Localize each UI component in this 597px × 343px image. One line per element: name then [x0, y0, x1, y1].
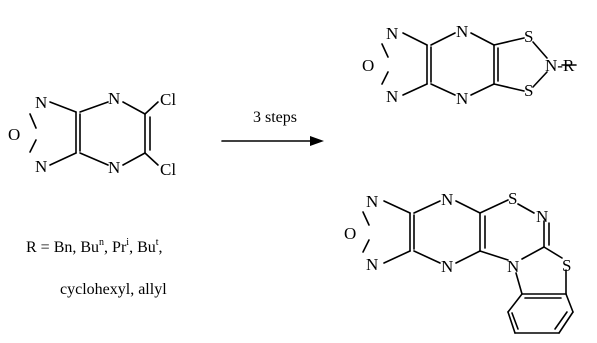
atom-n-thiadiazine: N: [536, 207, 548, 226]
atom-n-furazan-top: N: [35, 93, 47, 112]
atom-n-pyrazine-bottom: N: [441, 257, 453, 276]
substituent-n-r: N-R: [545, 56, 575, 75]
r-definition-line-1: R = Bn, Bun, Pri, But,: [26, 237, 163, 256]
r-definition-line-2: cyclohexyl, allyl: [60, 281, 167, 298]
atom-n-furazan-bottom: N: [366, 255, 378, 274]
atom-n-pyrazine-top: N: [441, 190, 453, 209]
reaction-arrow: 3 steps: [221, 109, 324, 146]
atom-n-pyrazine-bottom: N: [108, 158, 120, 177]
atom-n-furazan-bottom: N: [386, 87, 398, 106]
atom-n-furazan-top: N: [366, 192, 378, 211]
product-dithiazole: N O N N N S S N-R: [362, 22, 577, 108]
atom-s-top: S: [524, 27, 533, 46]
r-group-definition: R = Bn, Bun, Pri, But, cyclohexyl, allyl: [26, 237, 167, 298]
arrow-label: 3 steps: [253, 109, 297, 126]
atom-s-thiadiazine: S: [508, 189, 517, 208]
atom-n-pyrazine-top: N: [108, 89, 120, 108]
atom-o-furazan: O: [8, 125, 20, 144]
atom-n-pyrazine-bottom: N: [456, 89, 468, 108]
atom-n-furazan-top: N: [386, 24, 398, 43]
atom-cl-top: Cl: [160, 90, 176, 109]
starting-material: N O N N N Cl Cl: [8, 89, 176, 179]
atom-s-thiazole: S: [562, 256, 571, 275]
atom-n-bridgehead: N: [507, 257, 519, 276]
atom-o-furazan: O: [344, 224, 356, 243]
atom-o-furazan: O: [362, 56, 374, 75]
atom-s-bottom: S: [524, 81, 533, 100]
atom-n-furazan-bottom: N: [35, 157, 47, 176]
product-benzothiazole: N O N N N S N N S: [344, 189, 574, 334]
atom-n-pyrazine-top: N: [456, 22, 468, 41]
atom-cl-bottom: Cl: [160, 160, 176, 179]
